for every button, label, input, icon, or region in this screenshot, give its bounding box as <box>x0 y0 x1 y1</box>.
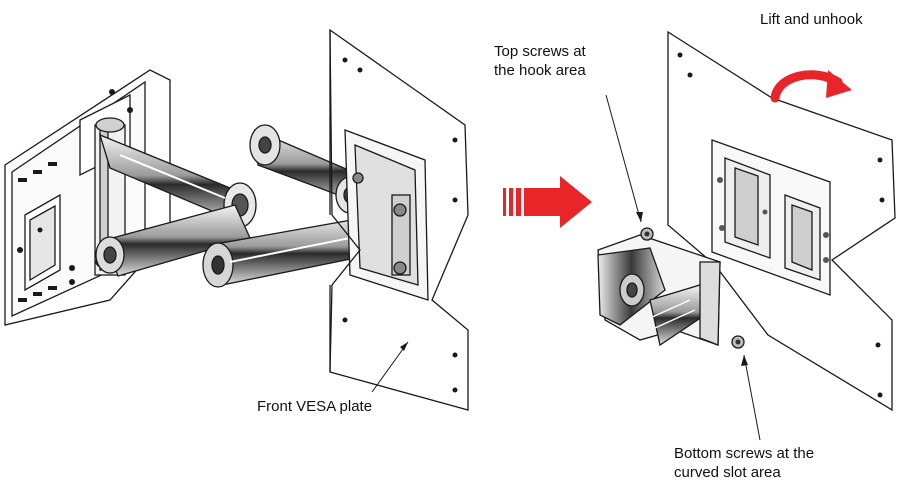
top-screw <box>640 227 654 241</box>
bottom-screw <box>731 335 745 349</box>
front-vesa-plate-label: Front VESA plate <box>257 398 373 415</box>
upper-arm <box>98 133 257 228</box>
top-screws-label: Top screws at the hook area <box>494 43 586 79</box>
front-vesa-plate <box>329 28 469 411</box>
curved-rotate-arrow-icon <box>770 70 852 103</box>
top-screws-pointer <box>605 94 642 223</box>
bottom-screws-pointer <box>743 354 761 441</box>
front-vesa-pointer <box>371 341 409 393</box>
arm-head <box>597 234 721 347</box>
red-right-arrow-icon <box>503 176 592 228</box>
bottom-screws-label: Bottom screws at the curved slot area <box>674 445 815 481</box>
lift-and-unhook-label: Lift and unhook <box>760 11 863 28</box>
wall-plate <box>4 69 171 326</box>
detached-vesa-plate <box>667 30 896 412</box>
plate-bracket <box>711 139 831 296</box>
left-mount-illustration <box>4 28 469 411</box>
tilt-bracket <box>344 129 429 301</box>
right-mount-illustration <box>597 30 896 441</box>
lower-arm <box>95 204 251 277</box>
